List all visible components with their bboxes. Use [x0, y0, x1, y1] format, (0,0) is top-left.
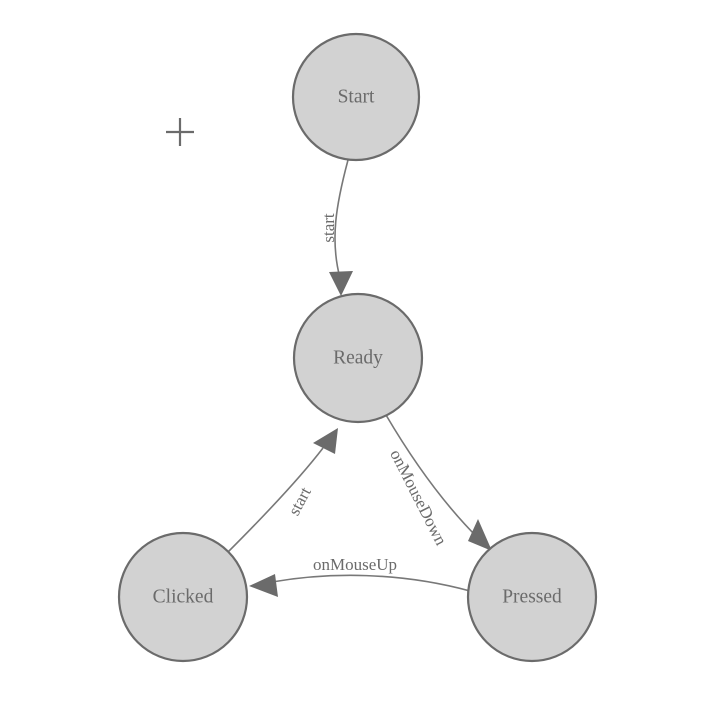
state-node-start-circle[interactable]: [291, 32, 421, 162]
state-node-start-label: Start: [338, 86, 375, 107]
state-node-ready[interactable]: Ready: [292, 292, 424, 424]
edge-ready-to-pressed-arrowhead: [468, 519, 492, 551]
state-node-pressed-label: Pressed: [502, 586, 562, 607]
state-node-ready-label: Ready: [333, 347, 383, 368]
edge-clicked-to-ready-arrowhead: [313, 428, 338, 454]
edge-start-to-ready-arrowhead: [329, 271, 353, 296]
edge-start-to-ready[interactable]: start: [319, 159, 353, 296]
edge-label-pressed-to-clicked: onMouseUp: [313, 555, 397, 574]
edge-ready-to-pressed[interactable]: onMouseDown: [385, 414, 492, 551]
edge-clicked-to-ready-path: [227, 447, 324, 553]
state-node-clicked-label: Clicked: [153, 586, 214, 607]
edge-clicked-to-ready[interactable]: start: [227, 428, 338, 553]
edge-label-start-to-ready: start: [319, 213, 338, 243]
state-node-pressed-circle[interactable]: [466, 531, 598, 663]
state-node-pressed[interactable]: Pressed: [466, 531, 598, 663]
edge-start-to-ready-path: [334, 159, 349, 279]
state-node-start[interactable]: Start: [291, 32, 421, 162]
plus-crosshair-icon: [166, 118, 194, 146]
edge-pressed-to-clicked-path: [271, 574, 471, 592]
edge-pressed-to-clicked[interactable]: onMouseUp: [249, 555, 471, 597]
edge-ready-to-pressed-path: [385, 414, 479, 539]
state-node-ready-circle[interactable]: [292, 292, 424, 424]
state-node-clicked[interactable]: Clicked: [117, 531, 249, 663]
state-node-clicked-circle[interactable]: [117, 531, 249, 663]
edge-pressed-to-clicked-arrowhead: [249, 574, 278, 597]
